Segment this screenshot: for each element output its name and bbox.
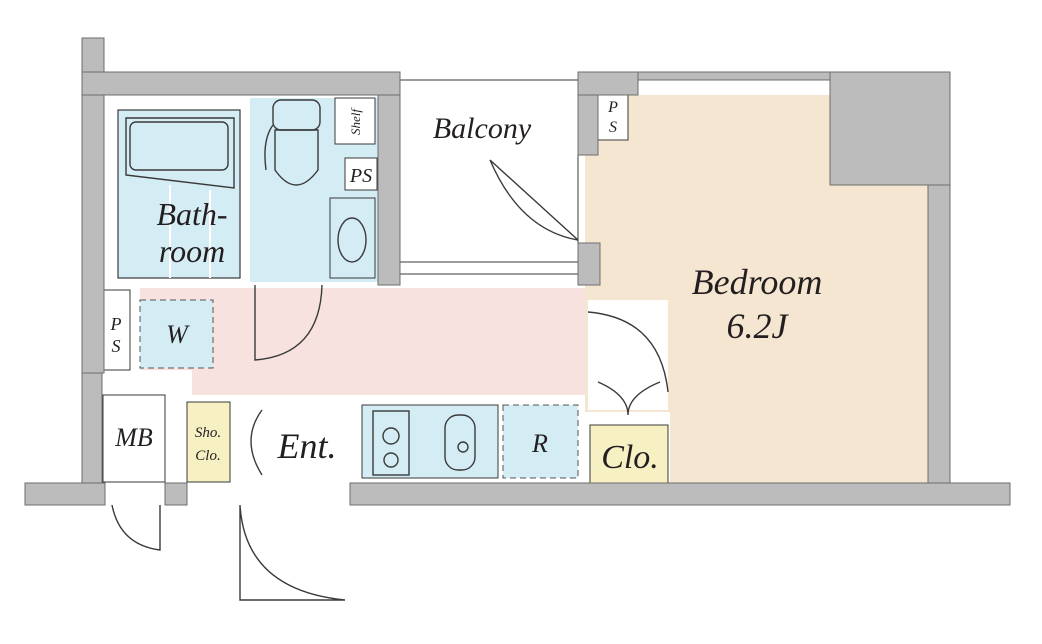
balcony-label: Balcony bbox=[433, 112, 532, 145]
balcony-window bbox=[399, 261, 579, 275]
hallway-area bbox=[140, 288, 585, 395]
shelf-label: Shelf bbox=[348, 107, 363, 135]
closet-area bbox=[589, 424, 669, 484]
ps-left-s: S bbox=[112, 336, 121, 356]
balcony-door-swing bbox=[489, 159, 579, 241]
ps-top-p: P bbox=[607, 99, 618, 116]
shoe-closet-label-1: Sho. bbox=[195, 425, 221, 441]
refrigerator-space bbox=[502, 404, 579, 479]
bathroom-label-1: Bath- bbox=[156, 196, 227, 232]
washbasin-icon bbox=[337, 217, 367, 263]
ps-left-p: P bbox=[110, 314, 122, 334]
refrigerator-label: R bbox=[531, 429, 548, 458]
ps-top-box bbox=[597, 94, 629, 141]
ps-left-box bbox=[102, 289, 131, 371]
bedroom-label: Bedroom bbox=[692, 262, 823, 302]
shoe-closet-door-swing bbox=[250, 409, 263, 476]
meter-box-label: MB bbox=[114, 423, 153, 452]
bedroom-door-swing bbox=[587, 311, 669, 393]
ps-toilet-label: PS bbox=[349, 165, 372, 187]
mb-door-swing bbox=[111, 504, 161, 551]
entrance-door-swing bbox=[239, 504, 346, 601]
meter-box-area bbox=[102, 394, 166, 483]
washer-label: W bbox=[166, 320, 190, 349]
shelf-box bbox=[334, 97, 376, 145]
washer-space bbox=[139, 299, 214, 369]
bedroom-size: 6.2J bbox=[727, 306, 790, 346]
ps-toilet-box bbox=[344, 157, 378, 191]
walls bbox=[24, 37, 1011, 506]
toilet-icon bbox=[264, 99, 321, 186]
bedroom-area bbox=[585, 95, 928, 483]
stove-icon bbox=[372, 410, 410, 476]
kitchen-counter bbox=[361, 404, 499, 479]
bathroom-label-2: room bbox=[159, 233, 225, 269]
sink-icon bbox=[444, 414, 476, 471]
closet-label: Clo. bbox=[601, 439, 659, 476]
toilet-door-swing bbox=[254, 284, 323, 361]
bedroom-door-area bbox=[588, 300, 668, 410]
bathroom-area bbox=[117, 109, 241, 279]
shoe-closet-area bbox=[186, 401, 231, 483]
ps-top-s: S bbox=[609, 119, 617, 136]
shoe-closet-label-2: Clo. bbox=[195, 448, 220, 464]
entrance-label: Ent. bbox=[277, 426, 337, 466]
bathtub-icon bbox=[125, 117, 235, 278]
balcony-area bbox=[399, 79, 579, 263]
closet-door-swing bbox=[597, 381, 661, 416]
washbasin-counter bbox=[329, 197, 376, 279]
